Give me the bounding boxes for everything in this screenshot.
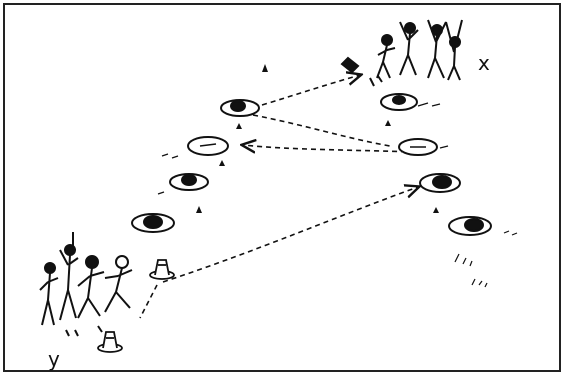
path-cone-to-start [140, 285, 157, 318]
running-paths [140, 75, 418, 318]
group-label-bottom: y [48, 347, 60, 371]
player-group-bottom [40, 232, 132, 336]
hoop-6 [399, 139, 437, 155]
group-label-top: x [478, 51, 490, 75]
hoops-right-diagonal [381, 94, 491, 235]
cone-marker [236, 123, 242, 129]
cone-marker [433, 207, 439, 213]
start-cone-lower [98, 332, 122, 352]
cone-marker [262, 64, 268, 72]
hoop-3 [170, 174, 208, 190]
hoop-2 [188, 137, 228, 155]
path-left-ring-to-right-ring [253, 115, 390, 146]
cone-marker [219, 160, 225, 166]
path-top-ring-to-top-group [262, 75, 360, 105]
cone-marker [385, 120, 391, 126]
cone-markers [196, 64, 439, 213]
hoop-5 [381, 94, 417, 110]
hoops-left-diagonal [132, 100, 259, 232]
hoop-7 [420, 174, 460, 192]
hoop-4 [132, 214, 174, 232]
hoop-8 [449, 217, 491, 235]
hoop-1 [221, 100, 259, 116]
cone-marker [196, 206, 202, 213]
start-cone-upper [150, 260, 174, 279]
sketch-marks [158, 103, 517, 287]
player-group-top [342, 20, 462, 86]
path-start-to-right-ring [163, 187, 418, 282]
